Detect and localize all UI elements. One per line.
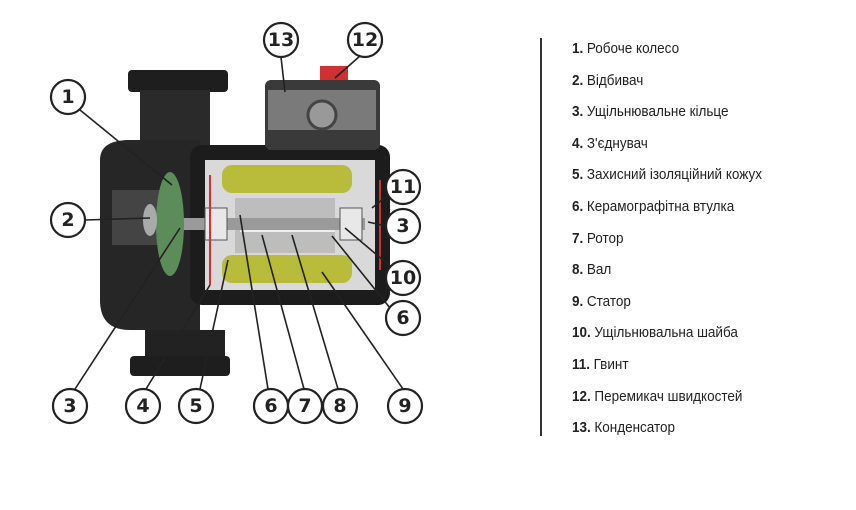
legend-number: 1. bbox=[572, 40, 584, 57]
callout-10: 10 bbox=[384, 259, 422, 297]
legend-item: 10.Ущільнювальна шайба bbox=[572, 322, 762, 354]
callout-13: 13 bbox=[262, 21, 300, 59]
svg-text:13: 13 bbox=[268, 29, 294, 51]
callout-6-bottom: 6 bbox=[252, 387, 290, 425]
legend-item: 13.Конденсатор bbox=[572, 417, 762, 449]
svg-text:3: 3 bbox=[63, 395, 76, 417]
legend-number: 4. bbox=[572, 134, 584, 152]
legend-item: 7.Ротор bbox=[572, 228, 762, 260]
svg-text:7: 7 bbox=[298, 395, 311, 417]
legend-item: 2.Відбивач bbox=[572, 70, 762, 102]
legend-item: 6.Керамографітна втулка bbox=[572, 196, 762, 228]
legend-number: 3. bbox=[572, 103, 584, 121]
legend-item: 1.Робоче колесо bbox=[572, 38, 762, 70]
legend-item: 5.Захисний ізоляційний кожух bbox=[572, 164, 762, 196]
legend-label: Робоче колесо bbox=[586, 40, 680, 57]
speed-switch bbox=[320, 66, 348, 80]
legend-number: 13. bbox=[572, 419, 591, 437]
legend-number: 10. bbox=[572, 324, 591, 342]
legend-label: Статор bbox=[586, 292, 631, 310]
legend-item: 12.Перемикач швидкостей bbox=[572, 386, 762, 418]
svg-text:2: 2 bbox=[61, 209, 74, 231]
legend-item: 11.Гвинт bbox=[572, 354, 762, 386]
legend-label: Відбивач bbox=[586, 71, 644, 89]
svg-text:8: 8 bbox=[333, 395, 346, 417]
legend-label: Перемикач швидкостей bbox=[594, 387, 743, 405]
legend-label: Вал bbox=[586, 261, 612, 279]
legend-item: 9.Статор bbox=[572, 291, 762, 323]
callout-7: 7 bbox=[286, 387, 324, 425]
legend-label: Ущільнювальне кільце bbox=[586, 103, 729, 121]
svg-text:3: 3 bbox=[396, 215, 409, 237]
callout-4: 4 bbox=[124, 387, 162, 425]
leader-lines bbox=[74, 55, 404, 390]
pump-body bbox=[100, 66, 390, 376]
svg-text:12: 12 bbox=[352, 29, 378, 51]
legend-number: 12. bbox=[572, 387, 591, 405]
legend-number: 5. bbox=[572, 166, 584, 184]
callout-6-right: 6 bbox=[384, 299, 422, 337]
svg-text:6: 6 bbox=[264, 395, 277, 417]
svg-text:1: 1 bbox=[61, 86, 74, 108]
callout-3-right: 3 bbox=[384, 207, 422, 245]
callout-1: 1 bbox=[49, 78, 87, 116]
legend-item: 3.Ущільнювальне кільце bbox=[572, 101, 762, 133]
stator-bottom bbox=[222, 255, 352, 283]
callout-2: 2 bbox=[49, 201, 87, 239]
svg-text:10: 10 bbox=[390, 267, 416, 289]
legend-number: 2. bbox=[572, 71, 584, 89]
legend-number: 11. bbox=[572, 355, 591, 373]
legend-label: Захисний ізоляційний кожух bbox=[586, 166, 762, 184]
svg-text:9: 9 bbox=[398, 395, 411, 417]
legend-number: 6. bbox=[572, 197, 584, 215]
callout-5: 5 bbox=[177, 387, 215, 425]
legend-label: З'єднувач bbox=[586, 134, 648, 152]
impeller bbox=[156, 172, 184, 276]
stator-top bbox=[222, 165, 352, 193]
legend-label: Керамографітна втулка bbox=[586, 197, 735, 215]
legend-label: Ротор bbox=[586, 229, 624, 247]
legend-item: 8.Вал bbox=[572, 259, 762, 291]
legend-label: Ущільнювальна шайба bbox=[594, 324, 738, 342]
callout-11: 11 bbox=[384, 168, 422, 206]
legend-label: Конденсатор bbox=[594, 419, 676, 437]
shaft bbox=[160, 218, 365, 230]
svg-text:5: 5 bbox=[189, 395, 202, 417]
pump-cutaway-diagram: 13 12 1 2 11 3 10 6 3 4 5 6 7 8 9 bbox=[49, 21, 424, 425]
svg-text:11: 11 bbox=[390, 176, 416, 198]
callout-3-bottom: 3 bbox=[51, 387, 89, 425]
callout-8: 8 bbox=[321, 387, 359, 425]
legend-item: 4.З'єднувач bbox=[572, 133, 762, 165]
callout-12: 12 bbox=[346, 21, 384, 59]
svg-text:6: 6 bbox=[396, 307, 409, 329]
legend-number: 9. bbox=[572, 292, 584, 310]
callout-9: 9 bbox=[386, 387, 424, 425]
legend-number: 7. bbox=[572, 229, 584, 247]
legend-number: 8. bbox=[572, 261, 584, 279]
svg-text:4: 4 bbox=[136, 395, 149, 417]
legend-label: Гвинт bbox=[593, 355, 629, 373]
